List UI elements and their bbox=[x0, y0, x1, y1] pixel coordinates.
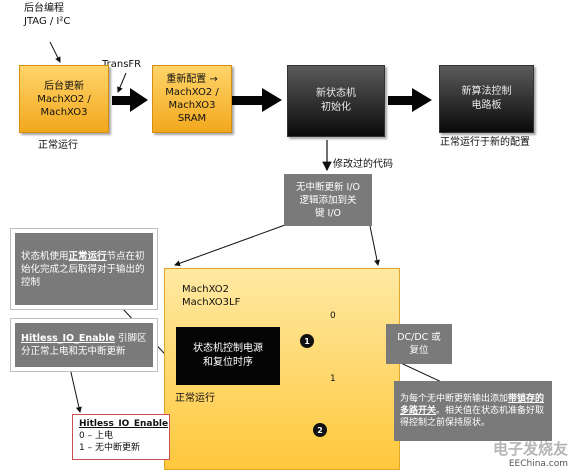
arrow-gray-to-left bbox=[174, 224, 286, 267]
hitless-callout-body: 引脚区分正常上电和无中断更新 bbox=[21, 333, 147, 357]
callout-state-machine: 状态机使用正常运行节点在初始化完成之后取得对于输出的控制 bbox=[10, 228, 158, 310]
flow-arrow-1 bbox=[112, 88, 148, 112]
caption-normal-run-new: 正常运行于新的配置 bbox=[440, 137, 530, 148]
machxo-line2: MachXO3LF bbox=[182, 297, 241, 308]
gray-center-line3: 键 I/O bbox=[315, 207, 341, 219]
watermark-url: EEChina.com bbox=[508, 459, 568, 469]
flow-arrow-2 bbox=[232, 88, 282, 112]
hitless-box-line1: 0 – 上电 bbox=[79, 431, 113, 441]
pointer-transfr bbox=[117, 72, 127, 93]
box4-line1: 新算法控制 bbox=[461, 86, 512, 97]
box2-line4: SRAM bbox=[177, 113, 207, 124]
black-box-line1: 状态机控制电源 bbox=[193, 343, 263, 354]
caption-modified-code: 修改过的代码 bbox=[333, 159, 393, 170]
gray-left-underline: 正常运行 bbox=[68, 250, 107, 262]
watermark: 电子发烧友 EEChina.com bbox=[468, 438, 568, 469]
badge-1: 1 bbox=[300, 334, 314, 348]
box3-line2: 初始化 bbox=[321, 102, 351, 113]
hitless-callout-head: Hitless_IO_Enable bbox=[21, 333, 116, 344]
box-new-state-machine: 新状态机 初始化 bbox=[287, 65, 385, 137]
gray-right-underline: 带锁存的多路开关 bbox=[400, 394, 545, 416]
machxo-label: MachXO2 MachXO3LF bbox=[182, 283, 240, 309]
caption-normal-run-2: 正常运行 bbox=[175, 393, 215, 404]
flow-arrow-3 bbox=[388, 88, 432, 112]
box-background-update: 后台更新 MachXO2 / MachXO3 bbox=[19, 65, 109, 133]
gray-left-p1: 状态机使用 bbox=[21, 250, 69, 262]
black-box-line2: 和复位时序 bbox=[203, 357, 253, 368]
dcdc-line1: DC/DC 或 bbox=[397, 332, 441, 343]
top-note-line1: 后台编程 bbox=[24, 3, 64, 14]
mux-input-0: 0 bbox=[330, 311, 336, 321]
box1-line2: MachXO2 / bbox=[37, 93, 91, 105]
box2-line1: 重新配置 → bbox=[166, 74, 218, 85]
hitless-io-enable-box: Hitless_IO_Enable 0 – 上电 1 – 无中断更新 bbox=[72, 414, 170, 460]
box1-line1: 后台更新 bbox=[44, 80, 84, 92]
callout-latched-mux: 为每个无中断更新输出添加带锁存的多路开关。相关值在状态机准备好取得控制之前保持原… bbox=[394, 381, 552, 441]
badge-2: 2 bbox=[313, 423, 327, 437]
hitless-box-title: Hitless_IO_Enable bbox=[79, 419, 169, 429]
top-note: 后台编程 JTAG / I²C bbox=[24, 2, 70, 28]
gray-left-p2: 节点在初始化完成之后取得对于输出的控制 bbox=[21, 250, 145, 288]
caption-normal-run-1: 正常运行 bbox=[38, 140, 78, 151]
box-new-algorithm: 新算法控制 电路板 bbox=[439, 65, 534, 133]
pointer-top-note bbox=[49, 41, 61, 63]
callout-hitless-pin: Hitless_IO_Enable 引脚区分正常上电和无中断更新 bbox=[10, 318, 158, 372]
gray-center-line2: 逻辑添加到关 bbox=[299, 194, 357, 206]
box4-line2: 电路板 bbox=[471, 100, 502, 111]
top-note-line2: JTAG / I²C bbox=[24, 16, 71, 27]
mux-input-1: 1 bbox=[330, 374, 336, 384]
arrow-gray-to-right bbox=[369, 225, 380, 266]
pointer-hitless-callout bbox=[69, 367, 82, 413]
hitless-box-line2: 1 – 无中断更新 bbox=[79, 443, 140, 453]
watermark-brand: 电子发烧友 bbox=[492, 440, 568, 458]
dcdc-line2: 复位 bbox=[409, 345, 429, 356]
gray-center-line1: 无中断更新 I/O bbox=[296, 181, 360, 193]
box-hitless-io-logic: 无中断更新 I/O 逻辑添加到关 键 I/O bbox=[284, 174, 372, 226]
box-dcdc-reset: DC/DC 或 复位 bbox=[386, 324, 452, 364]
state-machine-control-box: 状态机控制电源 和复位时序 bbox=[176, 327, 280, 385]
gray-right-p2: 。相关值在状态机准备好取得控制之前保持原状。 bbox=[400, 406, 545, 428]
transfr-label: TransFR bbox=[102, 59, 142, 70]
box2-line2: MachXO2 / bbox=[165, 87, 219, 98]
box1-line3: MachXO3 bbox=[40, 106, 88, 118]
box2-line3: MachXO3 bbox=[168, 100, 216, 111]
box3-line1: 新状态机 bbox=[316, 88, 356, 99]
machxo-line1: MachXO2 bbox=[182, 284, 230, 295]
gray-right-p1: 为每个无中断更新输出添加 bbox=[400, 394, 509, 404]
box-reconfigure: 重新配置 → MachXO2 / MachXO3 SRAM bbox=[152, 65, 232, 133]
